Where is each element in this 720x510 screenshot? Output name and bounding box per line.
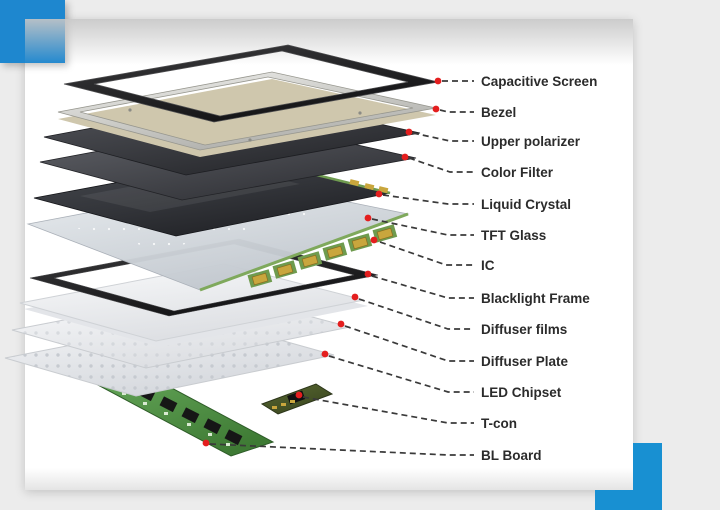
marker-dot-t-con	[295, 391, 303, 399]
label-tft-glass: TFT Glass	[481, 228, 546, 243]
leader-liquid-crystal	[382, 194, 474, 205]
marker-dot-capacitive-screen	[434, 77, 442, 85]
label-color-filter: Color Filter	[481, 165, 554, 180]
label-bl-board: BL Board	[481, 448, 542, 463]
label-t-con: T-con	[481, 416, 517, 431]
marker-dot-blacklight-frame	[364, 270, 372, 278]
leader-ic	[379, 241, 474, 266]
blue-corner-l-shape-horizontal	[595, 490, 662, 510]
label-diffuser-films: Diffuser films	[481, 322, 567, 337]
photo-bottom-fade	[25, 468, 633, 490]
label-upper-polarizer: Upper polarizer	[481, 134, 581, 149]
marker-dot-upper-polarizer	[405, 128, 413, 136]
marker-dot-color-filter	[401, 153, 409, 161]
leader-bezel	[439, 109, 474, 113]
leader-diffuser-films	[358, 298, 474, 330]
label-led-chipset: LED Chipset	[481, 385, 562, 400]
label-diffuser-plate: Diffuser Plate	[481, 354, 569, 369]
leader-diffuser-plate	[344, 325, 474, 362]
marker-dot-bl-board	[202, 439, 210, 447]
label-ic: IC	[481, 258, 495, 273]
leader-tft-glass	[371, 218, 474, 236]
label-liquid-crystal: Liquid Crystal	[481, 197, 571, 212]
leader-color-filter	[408, 157, 474, 173]
leader-lines	[209, 80, 474, 456]
label-blacklight-frame: Blacklight Frame	[481, 291, 590, 306]
marker-dot-liquid-crystal	[375, 190, 383, 198]
leader-upper-polarizer	[412, 132, 474, 142]
layer-labels: Capacitive Screen Bezel Upper polarizer …	[481, 74, 597, 463]
leader-led-chipset	[328, 355, 474, 393]
layer-t-con	[260, 383, 334, 415]
leader-t-con	[302, 396, 474, 424]
label-bezel: Bezel	[481, 105, 516, 120]
leader-blacklight-frame	[371, 275, 474, 299]
marker-dot-tft-glass	[364, 214, 372, 222]
leader-bl-board	[209, 443, 474, 456]
marker-dots	[202, 77, 442, 447]
marker-dot-led-chipset	[321, 350, 329, 358]
marker-dot-ic	[370, 236, 378, 244]
marker-dot-diffuser-films	[351, 293, 359, 301]
label-capacitive-screen: Capacitive Screen	[481, 74, 597, 89]
marker-dot-bezel	[432, 105, 440, 113]
marker-dot-diffuser-plate	[337, 320, 345, 328]
ic-chip-row	[247, 224, 398, 288]
